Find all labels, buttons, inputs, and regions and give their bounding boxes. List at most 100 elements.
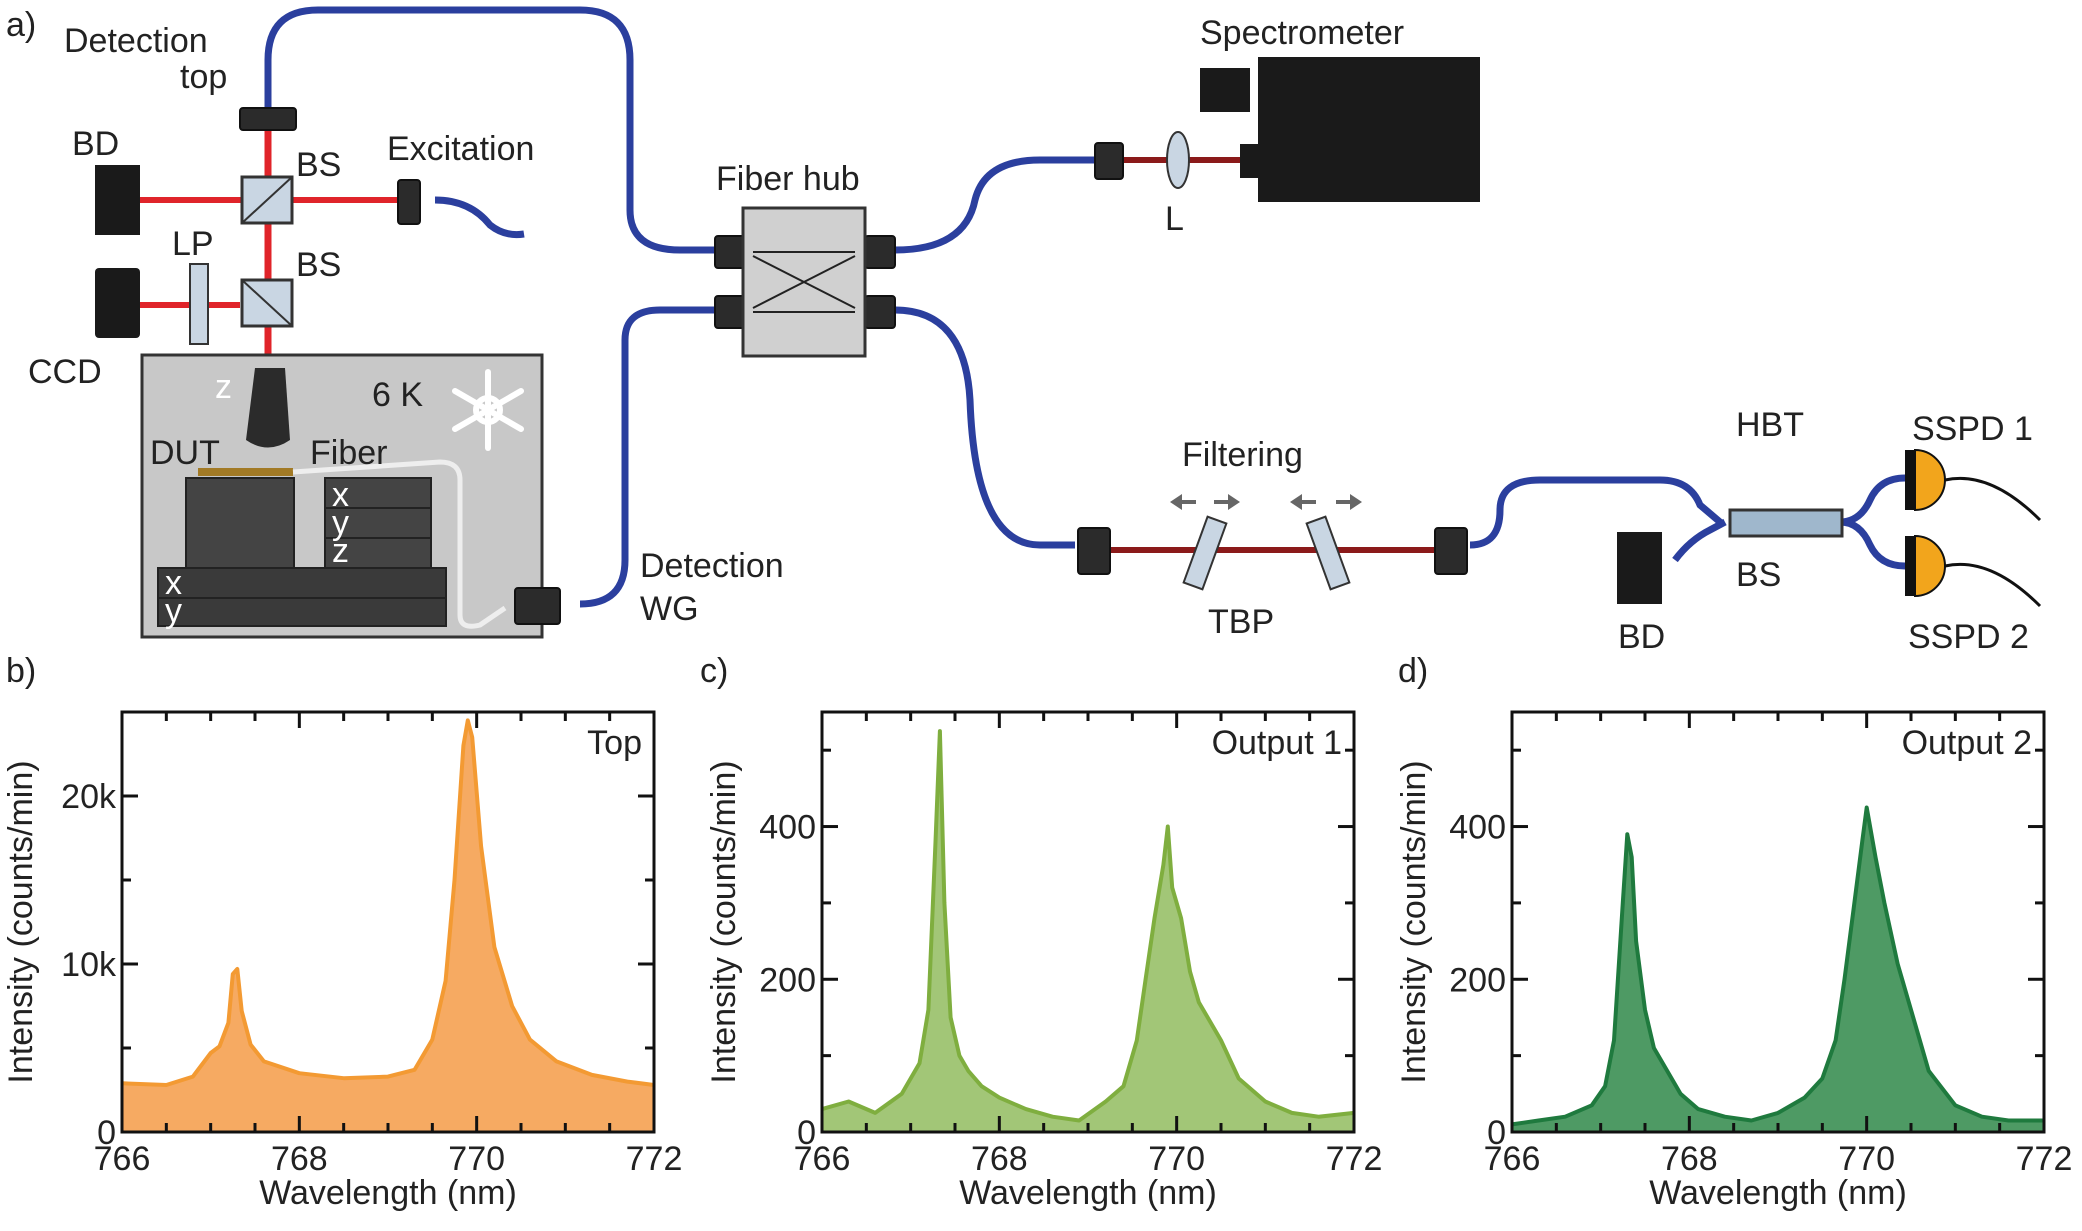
panel-label-a: a) [6, 6, 36, 44]
x-tick-label: 766 [94, 1140, 151, 1178]
data-point [479, 844, 483, 848]
y-tick-label: 200 [759, 961, 816, 999]
sspd-1 [1905, 448, 2042, 522]
data-point [1634, 939, 1638, 943]
ccd-label: CCD [28, 353, 102, 391]
data-point [1953, 1103, 1957, 1107]
fiber-excitation [434, 196, 525, 239]
y-tick-label: 0 [1487, 1114, 1506, 1152]
cryostat-internals: z x y z x y 6 K D [150, 368, 524, 630]
data-point [966, 1069, 970, 1073]
data-point [1077, 1119, 1081, 1122]
data-point [470, 735, 474, 739]
data-point [938, 729, 942, 733]
data-point [466, 718, 470, 722]
spectrometer-camera [1200, 68, 1250, 112]
data-point [1679, 1092, 1682, 1096]
data-point [1723, 1115, 1727, 1119]
dut-stage [185, 477, 295, 569]
stage-z [324, 537, 432, 569]
sspd2-label: SSPD 2 [1908, 618, 2029, 656]
data-point [1603, 1084, 1607, 1088]
data-point [1643, 1008, 1647, 1012]
fiber-hbt-to-sspd1 [1839, 474, 1906, 526]
lens-label: L [1165, 200, 1184, 238]
data-point [209, 1051, 213, 1055]
data-point [1197, 1000, 1201, 1004]
data-point [1263, 1100, 1267, 1103]
fiber-lines [264, 6, 1906, 608]
data-point [1696, 1107, 1700, 1111]
bs-hbt-label: BS [1736, 556, 1781, 594]
data-point [164, 1083, 168, 1087]
y-tick-label: 20k [61, 778, 117, 816]
beam-splitter-upper [240, 175, 294, 225]
detection-top-label-1: Detection [64, 22, 208, 60]
data-point [1104, 1100, 1108, 1103]
base-y-label: y [165, 592, 182, 630]
x-tick-label: 768 [971, 1140, 1028, 1178]
fiber-hbt-to-sspd2 [1839, 518, 1906, 570]
data-point [240, 1009, 244, 1013]
data-point [1122, 1084, 1125, 1088]
fiber-hub-to-spectrometer [894, 156, 1095, 254]
bd-right-label: BD [1618, 618, 1665, 656]
hub-port-1 [714, 235, 746, 269]
data-point [873, 1111, 877, 1115]
data-point [1166, 825, 1170, 828]
filter-rotation-arrows [1170, 494, 1362, 510]
x-tick-label: 772 [626, 1140, 683, 1178]
fiber-label: Fiber [310, 434, 387, 472]
lp-label: LP [172, 225, 214, 263]
data-point [1909, 1008, 1913, 1012]
data-point [1317, 1115, 1320, 1119]
tbp-label: TBP [1208, 603, 1274, 641]
panel-label-b: b) [6, 652, 36, 690]
dut-sample [198, 468, 293, 476]
series-line [121, 718, 655, 1087]
data-point [1153, 916, 1156, 920]
setup-schematic: a) z [6, 6, 2042, 656]
bs-upper-label: BS [296, 146, 341, 184]
data-point [1625, 832, 1629, 836]
data-point [1803, 1096, 1807, 1100]
data-point [1980, 1115, 1984, 1119]
y-axis-label: Intensity (counts/min) [1395, 760, 1433, 1083]
detection-wg-label-2: WG [640, 590, 699, 628]
chart-annotation: Top [587, 724, 642, 762]
bs-lower-label: BS [296, 246, 341, 284]
objective-lens [246, 368, 290, 448]
data-point [1612, 1038, 1616, 1042]
data-point [386, 1075, 390, 1079]
x-axis-label: Wavelength (nm) [959, 1174, 1217, 1212]
data-point [980, 1084, 984, 1088]
hub-port-2 [714, 295, 746, 329]
data-point [413, 1068, 417, 1072]
data-point [997, 1096, 1001, 1100]
longpass-filter [189, 263, 209, 345]
stage-z-label: z [332, 532, 349, 570]
fiber-bd-to-hbt [1672, 518, 1727, 563]
series-line [1511, 805, 2044, 1127]
x-tick-label: 768 [1661, 1140, 1718, 1178]
x-tick-label: 766 [1484, 1140, 1541, 1178]
fiber-couplers [239, 107, 1468, 625]
data-point [1749, 1119, 1753, 1122]
data-point [461, 744, 465, 748]
data-point [625, 1080, 629, 1084]
data-point [934, 840, 937, 844]
data-point [900, 1092, 904, 1096]
data-point [1665, 1069, 1669, 1073]
data-point [1843, 977, 1846, 981]
bd-left-label: BD [72, 125, 119, 163]
x-tick-label: 768 [271, 1140, 328, 1178]
data-point [1170, 886, 1174, 890]
spectrometer-input [1240, 144, 1260, 178]
data-point [1860, 840, 1864, 844]
x-tick-label: 770 [1838, 1140, 1895, 1178]
data-point [191, 1075, 195, 1079]
data-point [1865, 806, 1869, 809]
data-point [949, 1016, 953, 1019]
x-tick-label: 766 [794, 1140, 851, 1178]
